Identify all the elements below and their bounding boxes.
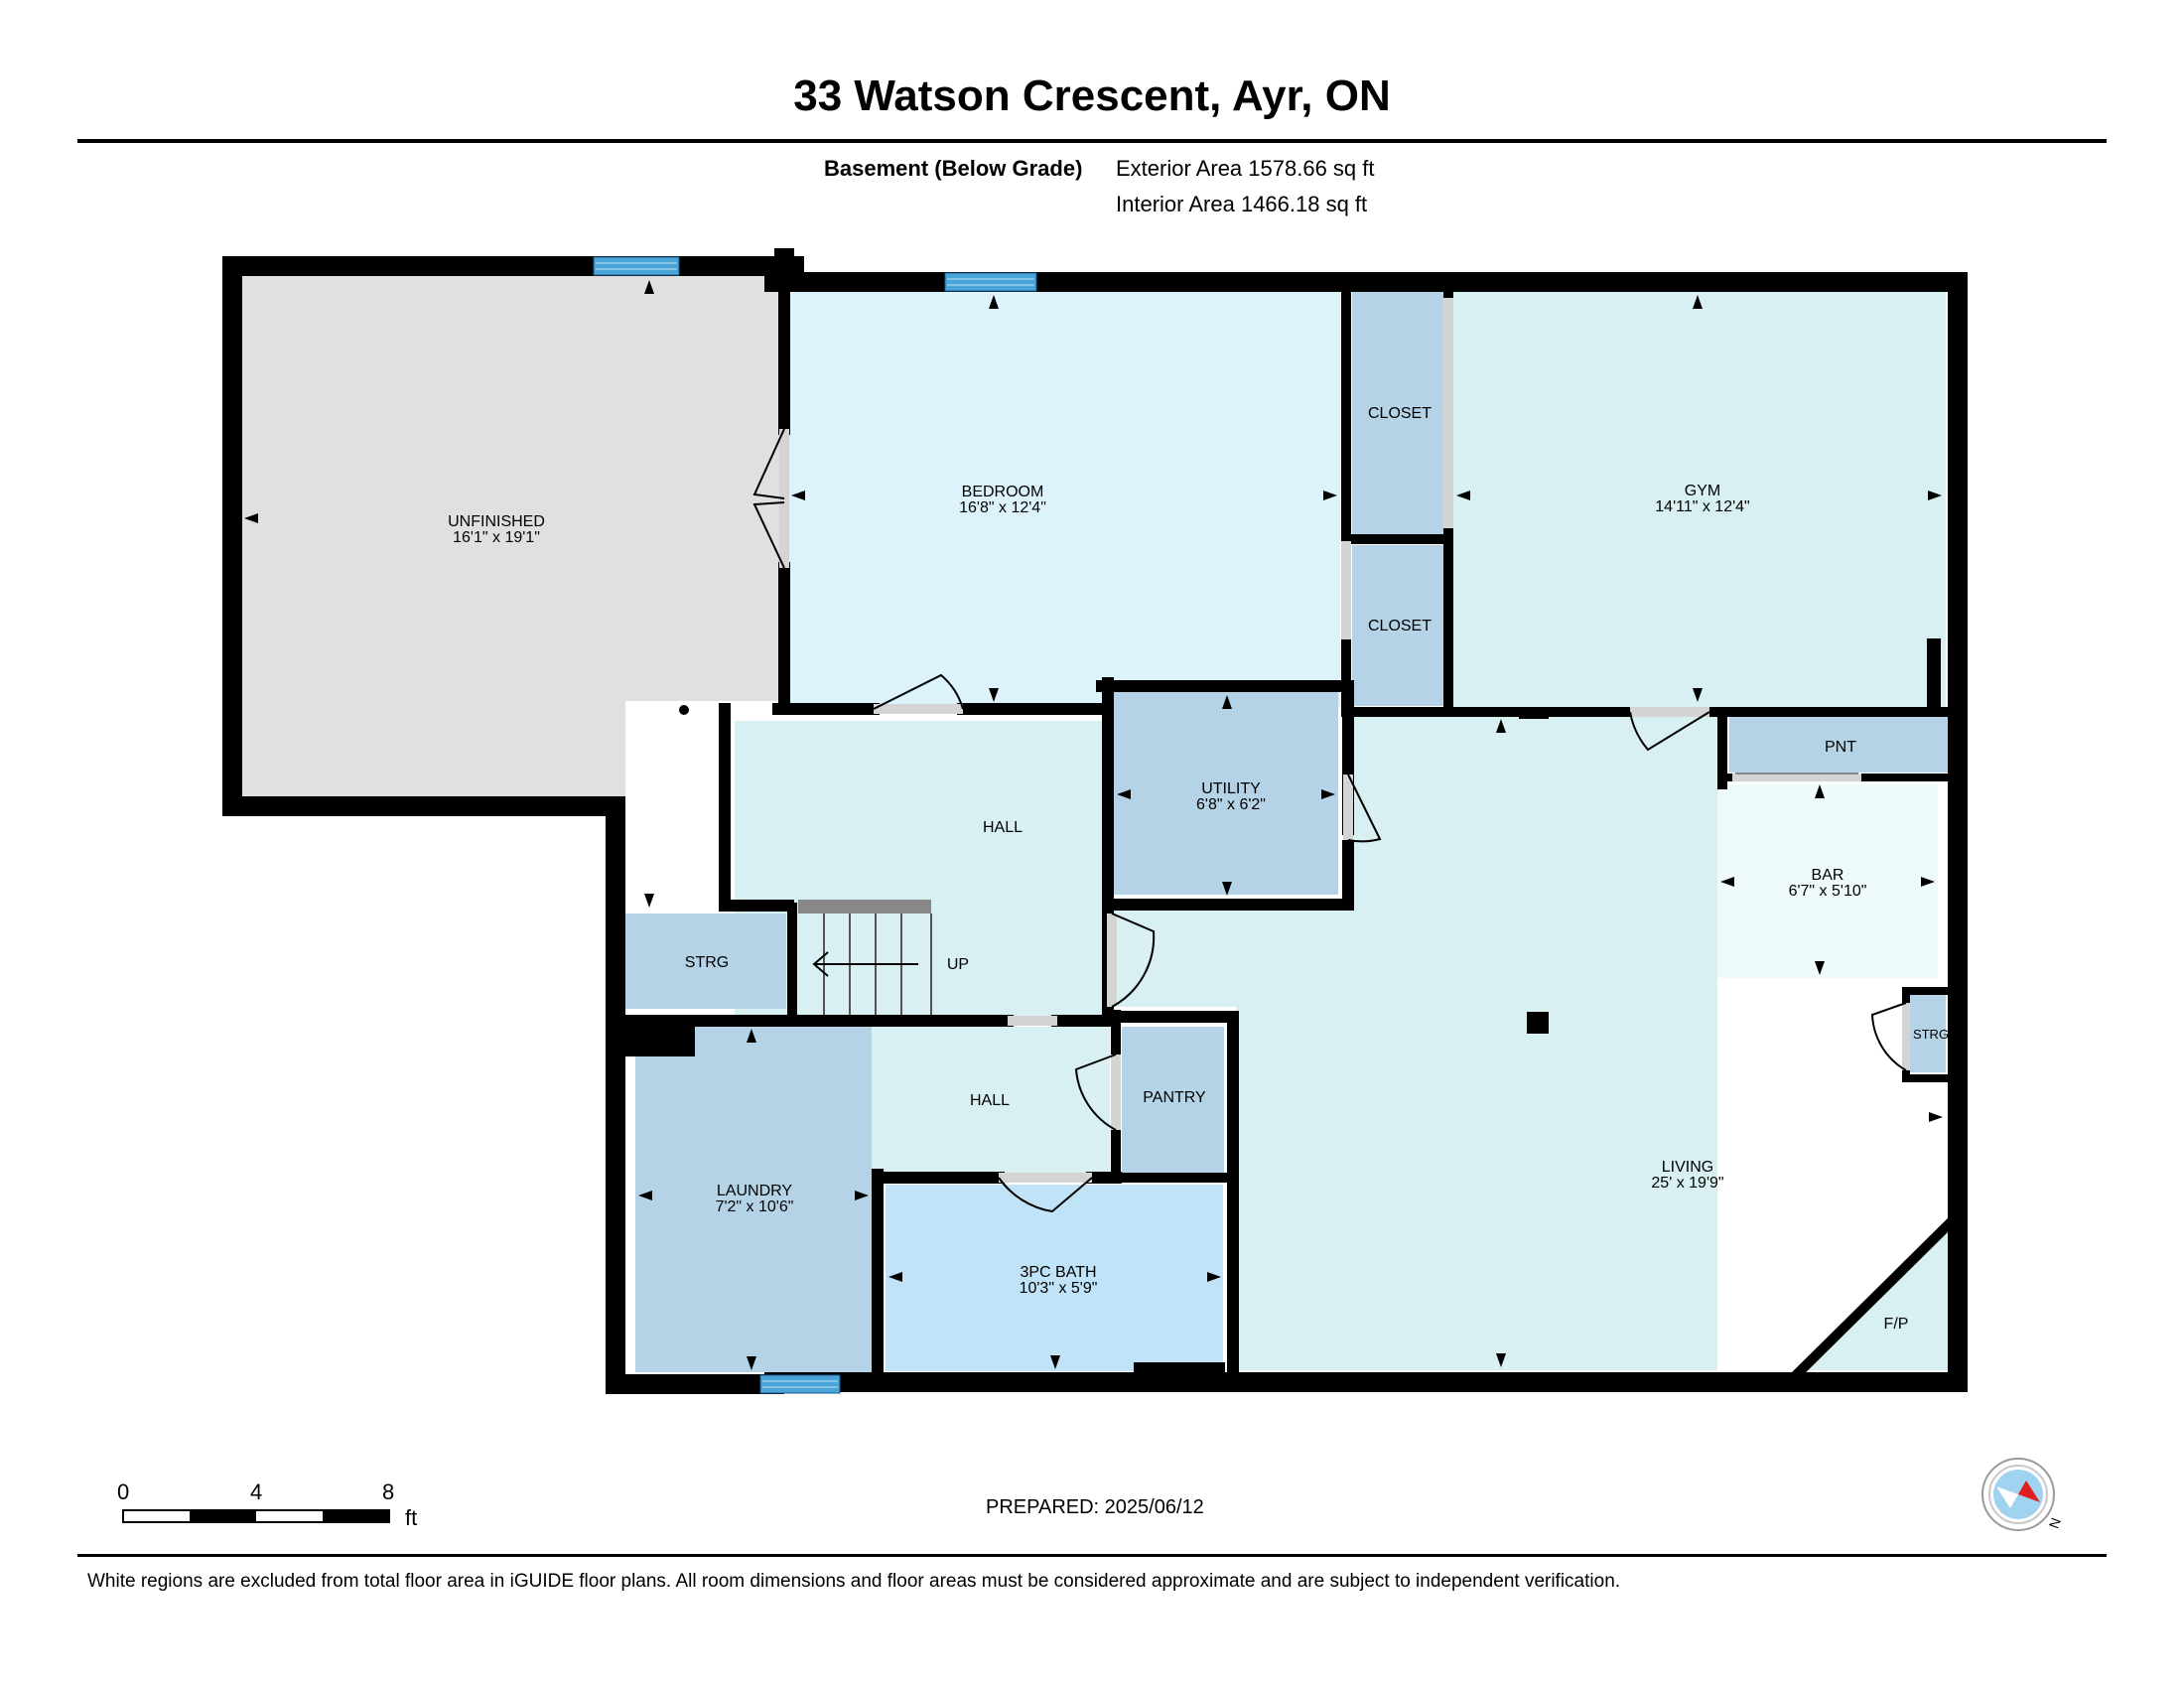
dims-bath: 10'3" x 5'9" [1020, 1280, 1098, 1297]
label-fireplace: F/P [1884, 1316, 1909, 1333]
room-fills [242, 274, 1949, 1372]
marker-gym-left [1456, 491, 1470, 500]
room-stairs[interactable] [798, 900, 931, 1015]
dims-laundry: 7'2" x 10'6" [716, 1198, 794, 1215]
interior-area: Interior Area 1466.18 sq ft [1116, 192, 1368, 216]
dims-gym: 14'11" x 12'4" [1655, 498, 1749, 515]
marker-bath-bottom [1050, 1355, 1060, 1369]
label-closet-upper: CLOSET [1368, 405, 1432, 422]
marker-laundry-right [855, 1191, 869, 1200]
marker-gym-top [1693, 295, 1703, 309]
dimension-markers [244, 280, 1943, 1370]
marker-bedroom-top [989, 295, 999, 309]
label-strg-right: STRG [1913, 1027, 1949, 1042]
scale-tick-4: 4 [250, 1479, 262, 1504]
marker-living-right [1929, 1112, 1943, 1122]
label-living: LIVING [1662, 1159, 1713, 1176]
room-gym[interactable] [1453, 292, 1946, 707]
room-closet-upper[interactable] [1352, 292, 1443, 535]
compass-icon: N [1981, 1458, 2064, 1531]
window-unfinished [593, 256, 680, 276]
marker-bar-left [1720, 877, 1734, 887]
label-laundry: LAUNDRY [717, 1183, 793, 1199]
marker-utility-right [1321, 789, 1335, 799]
room-pnt[interactable] [1729, 717, 1949, 773]
marker-bath-right [1207, 1272, 1221, 1282]
label-gym: GYM [1685, 483, 1720, 499]
marker-bedroom-bottom [989, 688, 999, 702]
page-title: 33 Watson Crescent, Ayr, ON [793, 71, 1391, 120]
label-pantry: PANTRY [1143, 1089, 1206, 1106]
marker-utility-left [1117, 789, 1131, 799]
label-stairs-up: UP [947, 956, 969, 973]
exterior-area: Exterior Area 1578.66 sq ft [1116, 156, 1375, 181]
stair-arrow [812, 951, 918, 977]
marker-unfinished-left [244, 513, 258, 523]
marker-unfinished-bottom [644, 894, 654, 908]
room-unfinished[interactable] [242, 274, 784, 914]
scale-unit: ft [405, 1505, 417, 1530]
dims-bedroom: 16'8" x 12'4" [959, 499, 1046, 516]
room-living[interactable] [1114, 717, 1949, 1370]
prepared-date: PREPARED: 2025/06/12 [986, 1496, 1204, 1518]
compass-north-letter: N [2046, 1515, 2064, 1530]
marker-bedroom-right [1323, 491, 1337, 500]
room-strg-left[interactable] [625, 914, 786, 1009]
marker-bar-right [1921, 877, 1935, 887]
dims-living: 25' x 19'9" [1651, 1175, 1723, 1192]
room-bedroom[interactable] [784, 292, 1340, 707]
marker-bar-bottom [1815, 961, 1825, 975]
room-hall-lower[interactable] [872, 1027, 1110, 1173]
marker-gym-bottom [1693, 688, 1703, 702]
marker-laundry-bottom [747, 1356, 756, 1370]
marker-utility-bottom [1222, 882, 1232, 896]
label-bar: BAR [1812, 867, 1844, 884]
room-pantry[interactable] [1122, 1027, 1224, 1173]
label-closet-lower: CLOSET [1368, 618, 1432, 634]
windows [593, 256, 1037, 1394]
room-strg-right[interactable] [1910, 993, 1946, 1072]
window-laundry [759, 1374, 841, 1394]
label-bath: 3PC BATH [1020, 1264, 1096, 1281]
marker-laundry-left [638, 1191, 652, 1200]
marker-utility-top [1222, 695, 1232, 709]
disclaimer-text: White regions are excluded from total fl… [87, 1571, 1621, 1592]
room-bar[interactable] [1717, 784, 1938, 978]
walls [222, 248, 1968, 1394]
label-hall-lower: HALL [970, 1092, 1010, 1109]
scale-bar: 0 4 8 ft [117, 1479, 417, 1530]
room-bath[interactable] [886, 1185, 1223, 1371]
scale-tick-8: 8 [382, 1479, 394, 1504]
window-bedroom [944, 272, 1037, 292]
marker-bath-left [888, 1272, 902, 1282]
scale-tick-0: 0 [117, 1479, 129, 1504]
marker-bedroom-left [791, 491, 805, 500]
marker-laundry-top [747, 1029, 756, 1043]
room-labels: UNFINISHED 16'1" x 19'1" BEDROOM 16'8" x… [448, 405, 1949, 1333]
label-utility: UTILITY [1201, 780, 1261, 797]
label-unfinished: UNFINISHED [448, 513, 545, 530]
room-laundry[interactable] [635, 1027, 872, 1372]
room-utility[interactable] [1114, 692, 1338, 895]
label-bedroom: BEDROOM [962, 484, 1044, 500]
room-closet-lower[interactable] [1352, 545, 1443, 706]
marker-living-top [1496, 719, 1506, 733]
marker-living-bottom [1496, 1353, 1506, 1367]
label-pnt: PNT [1825, 739, 1856, 756]
dims-unfinished: 16'1" x 19'1" [453, 529, 540, 546]
marker-gym-right [1928, 491, 1942, 500]
floor-level-label: Basement (Below Grade) [824, 156, 1083, 181]
floor-drain [679, 705, 689, 715]
title-divider [77, 139, 2107, 143]
marker-bar-top [1815, 784, 1825, 798]
door-swings [752, 428, 1907, 1213]
dims-bar: 6'7" x 5'10" [1789, 883, 1867, 900]
label-hall-upper: HALL [983, 819, 1023, 836]
dims-utility: 6'8" x 6'2" [1196, 796, 1266, 813]
footer-divider [77, 1554, 2107, 1557]
marker-unfinished-top [644, 280, 654, 294]
label-strg-left: STRG [685, 954, 729, 971]
